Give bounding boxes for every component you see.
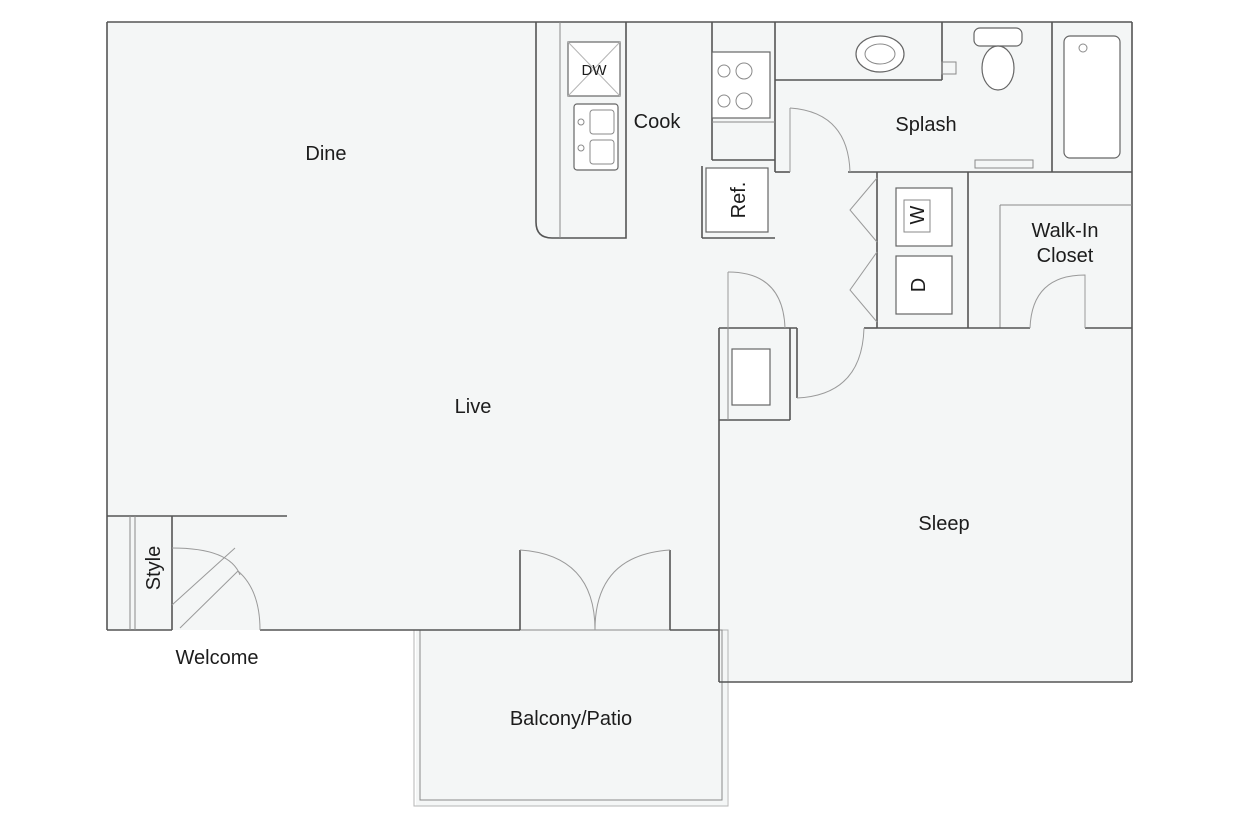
room-label-sleep: Sleep — [918, 513, 969, 535]
dryer — [895, 255, 953, 315]
room-label-splash: Splash — [895, 114, 956, 136]
bathtub — [1063, 35, 1121, 159]
fixtures — [567, 27, 1121, 406]
bath-sink — [855, 35, 905, 73]
floor-fills — [107, 22, 1132, 806]
appliance-label-dryer: D — [908, 278, 930, 292]
toilet-bowl — [981, 45, 1015, 91]
washer — [895, 187, 953, 247]
appliance-label-dw: DW — [582, 62, 608, 79]
appliance-labels: DW Ref. W D — [582, 62, 931, 292]
appliance-label-ref: Ref. — [728, 182, 750, 219]
linen-cabinet — [731, 348, 771, 406]
appliance-label-washer: W — [907, 205, 929, 224]
balcony-outline — [413, 629, 729, 807]
toilet-tank — [973, 27, 1023, 47]
room-label-cook: Cook — [634, 111, 682, 133]
room-label-style: Style — [143, 546, 165, 590]
room-label-live: Live — [455, 396, 492, 418]
walls — [106, 21, 1133, 683]
room-label-balcony: Balcony/Patio — [510, 708, 632, 730]
room-label-dine: Dine — [305, 143, 346, 165]
refrigerator — [705, 167, 769, 233]
room-labels: Dine Cook Splash Live Sleep Walk-In Clos… — [143, 111, 1099, 730]
room-label-walk-in: Walk-In — [1031, 220, 1098, 242]
room-label-welcome: Welcome — [176, 647, 259, 669]
room-label-closet: Closet — [1037, 245, 1094, 267]
door-swings — [171, 107, 1086, 631]
kitchen-sink — [573, 103, 619, 171]
